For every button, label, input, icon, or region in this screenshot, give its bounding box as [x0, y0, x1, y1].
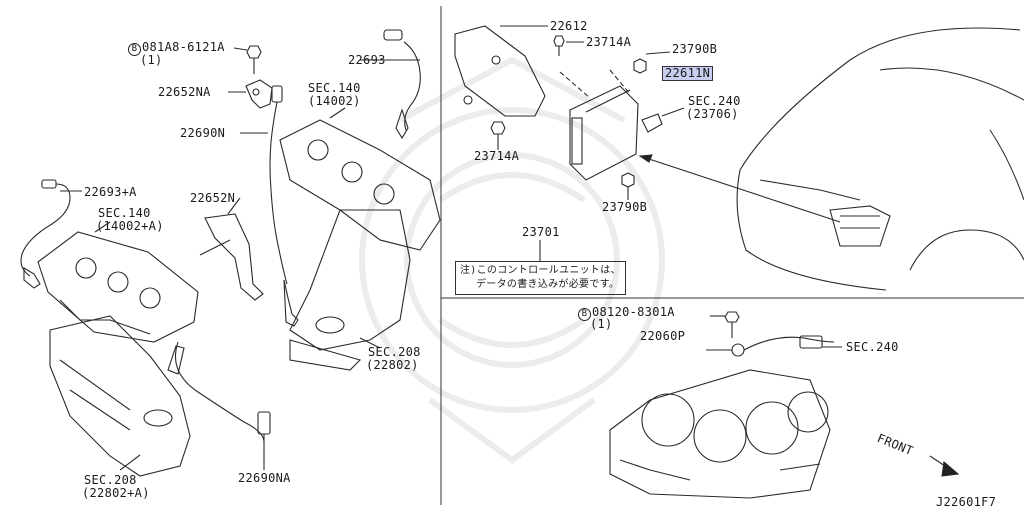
label-sec140a-num: (14002+A): [96, 219, 164, 233]
label-sensor-22690n: 22690N: [180, 126, 226, 140]
watermark-crest: [359, 56, 665, 464]
vehicle-outline: [736, 27, 1024, 291]
label-nut-23790b-bottom: 23790B: [602, 200, 648, 214]
front-arrow: [929, 455, 960, 477]
label-bracket-22652n: 22652N: [190, 191, 236, 205]
label-sec208a-num: (22802+A): [82, 486, 150, 500]
bracket-22652na: [228, 79, 273, 109]
label-sec140: SEC.140: [308, 81, 361, 95]
note-line-1: 注)このコントロールユニットは、: [460, 265, 621, 276]
catalytic-converter-right: [289, 209, 411, 371]
bracket-22652n: [199, 197, 264, 301]
engine-block: [609, 369, 831, 499]
label-bolt-08120-qty: (1): [590, 317, 613, 331]
knock-sensor-22060p: [706, 335, 842, 357]
connector-sec240-top: [641, 107, 685, 133]
label-bolt-23714a-top: 23714A: [586, 35, 632, 49]
label-sec240-top-num: (23706): [686, 107, 739, 121]
label-sec240-top: SEC.240: [688, 94, 741, 108]
note-line-2: データの書き込みが必要です。: [476, 279, 620, 290]
label-sec208a: SEC.208: [84, 473, 137, 487]
bolt-081a8: [233, 45, 262, 74]
catalytic-converter-left: [49, 315, 191, 477]
label-bracket-22652na: 22652NA: [158, 85, 211, 99]
sensor-22693a: [20, 179, 82, 289]
label-sensor-22693a: 22693+A: [84, 185, 137, 199]
label-sec208-num: (22802): [366, 358, 419, 372]
diagram-code: J22601F7: [936, 495, 997, 509]
note-box: 注)このコントロールユニットは、データの書き込みが必要です。: [455, 261, 626, 295]
sensor-22690n: [240, 85, 299, 327]
label-sec240-bottom: SEC.240: [846, 340, 899, 354]
label-sensor-22690na: 22690NA: [238, 471, 291, 485]
label-ecm-23701: 23701: [522, 225, 560, 239]
label-bolt-23714a-bottom: 23714A: [474, 149, 520, 163]
bracket-22612: [454, 25, 548, 117]
label-sensor-22693: 22693: [348, 53, 386, 67]
label-nut-23790b-top: 23790B: [672, 42, 718, 56]
sensor-22690na: [167, 341, 271, 470]
sensor-22693: [360, 29, 421, 140]
label-ecm-22611n[interactable]: 22611N: [662, 66, 714, 81]
ecm-unit-22611n: [559, 69, 639, 181]
bolt-23714a-bottom: [490, 121, 506, 150]
label-sec208: SEC.208: [368, 345, 421, 359]
label-bolt-081a8-qty: (1): [140, 53, 163, 67]
label-bracket-22612: 22612: [550, 19, 588, 33]
nut-23790b-top: [633, 51, 671, 74]
exhaust-manifold-right: [279, 107, 441, 251]
nut-23790b-bottom: [621, 172, 635, 200]
label-knock-22060p: 22060P: [640, 329, 686, 343]
bolt-23714a-top: [553, 35, 584, 56]
location-arrow: [638, 154, 841, 223]
label-sec140-num: (14002): [308, 94, 361, 108]
label-sec140a: SEC.140: [98, 206, 151, 220]
bolt-08120: [710, 311, 740, 338]
